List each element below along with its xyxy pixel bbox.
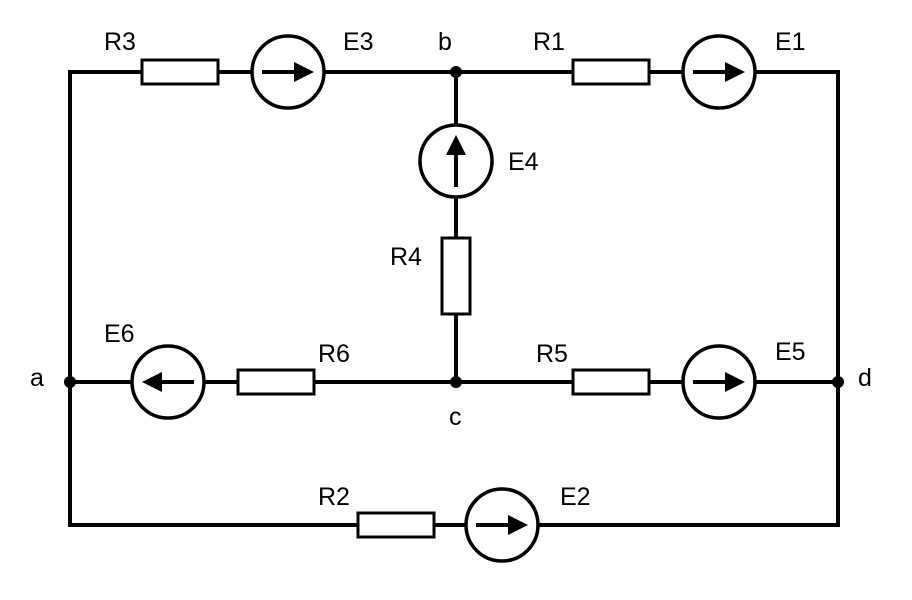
label-r3: R3 <box>104 28 136 56</box>
node-dot-a <box>64 376 76 388</box>
node-dot-d <box>832 376 844 388</box>
source-e3 <box>250 34 326 110</box>
source-e4 <box>418 123 494 199</box>
wires <box>68 70 840 527</box>
resistor-r6 <box>236 368 316 396</box>
resistor-r3 <box>140 58 220 86</box>
source-e2 <box>464 487 540 563</box>
wire-top-right <box>753 70 840 384</box>
node-dot-c <box>450 376 462 388</box>
label-e3: E3 <box>343 28 374 56</box>
label-r2: R2 <box>318 483 350 511</box>
label-e1: E1 <box>775 28 806 56</box>
label-r4: R4 <box>390 243 422 271</box>
label-node-a: a <box>30 364 44 392</box>
source-e1 <box>681 34 757 110</box>
label-e5: E5 <box>775 338 806 366</box>
node-dot-b <box>450 66 462 78</box>
label-node-d: d <box>858 364 872 392</box>
label-node-b: b <box>438 28 452 56</box>
resistor-r2 <box>356 511 436 539</box>
wire-bottom-left <box>68 380 360 527</box>
label-r1: R1 <box>533 28 565 56</box>
resistor-r1 <box>571 58 651 86</box>
label-e4: E4 <box>508 148 539 176</box>
resistor-r5 <box>571 368 651 396</box>
source-e6 <box>130 344 206 420</box>
label-r6: R6 <box>318 340 350 368</box>
label-e2: E2 <box>560 483 591 511</box>
source-e5 <box>681 344 757 420</box>
resistor-r4 <box>440 236 472 316</box>
wire-top-left <box>68 70 144 384</box>
wire-bottom-right <box>536 380 840 527</box>
label-node-c: c <box>449 403 462 431</box>
label-e6: E6 <box>104 320 135 348</box>
label-r5: R5 <box>536 340 568 368</box>
